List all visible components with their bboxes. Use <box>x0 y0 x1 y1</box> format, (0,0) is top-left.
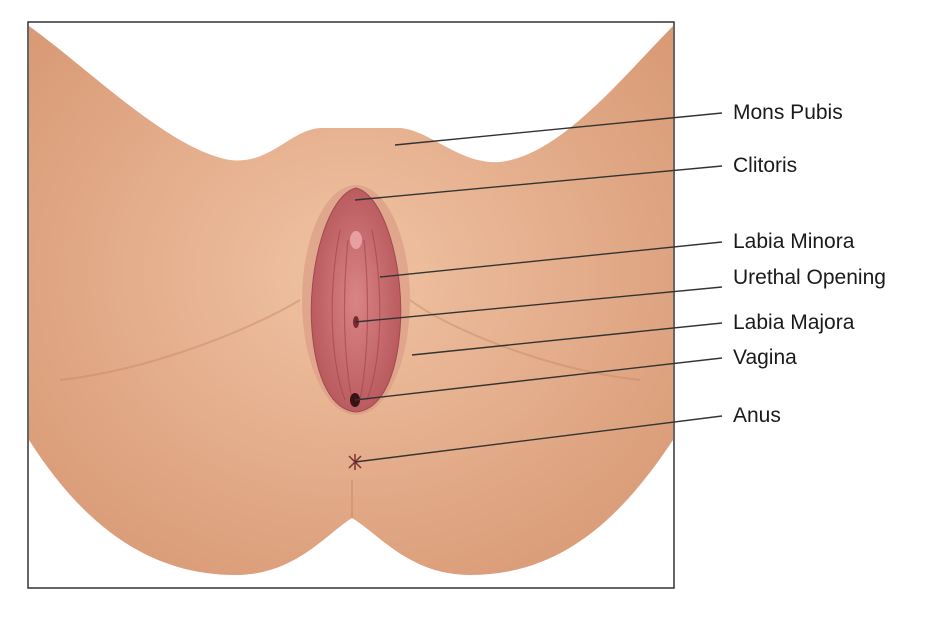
leader-line-vagina <box>354 357 723 401</box>
leader-line-urethral-opening <box>354 286 723 323</box>
skin-crease <box>59 299 641 518</box>
label-urethral-opening: Urethal Opening <box>733 266 886 289</box>
label-vagina: Vagina <box>733 346 797 369</box>
label-anus: Anus <box>733 404 781 427</box>
label-mons-pubis: Mons Pubis <box>733 101 843 124</box>
labia-minora-shape <box>310 187 402 413</box>
label-labia-minora: Labia Minora <box>733 230 855 253</box>
inner-folds <box>331 229 381 401</box>
leader-lines <box>354 112 723 463</box>
leader-line-labia-majora <box>411 322 723 356</box>
leader-line-labia-minora <box>379 241 723 278</box>
leader-line-mons-pubis <box>394 112 723 146</box>
clitoris-shape <box>350 231 362 249</box>
leader-line-clitoris <box>354 165 723 201</box>
label-clitoris: Clitoris <box>733 154 798 177</box>
leader-line-anus <box>354 415 723 463</box>
label-labia-majora: Labia Majora <box>733 311 855 334</box>
